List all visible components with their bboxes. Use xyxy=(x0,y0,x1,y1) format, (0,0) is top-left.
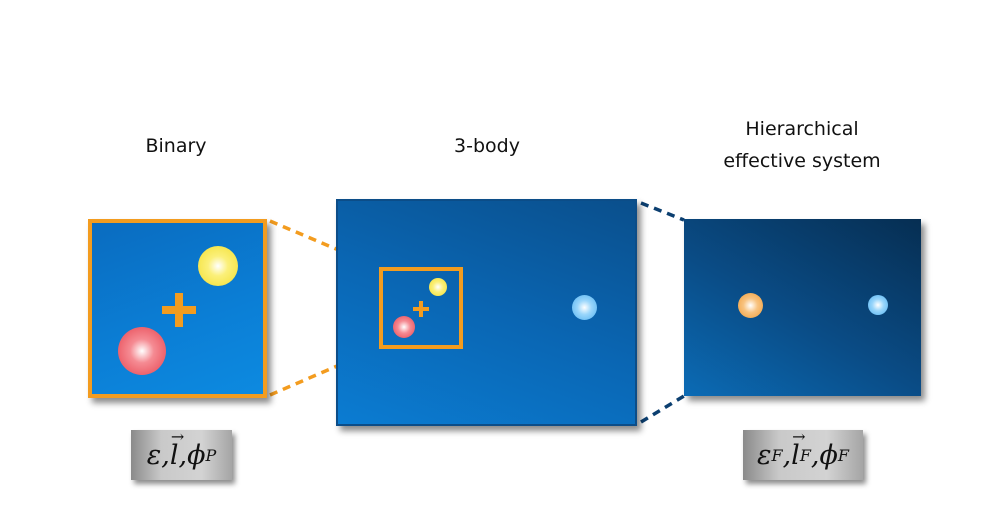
phi-subscript: F xyxy=(837,445,850,465)
l-symbol: l xyxy=(791,439,800,471)
comma: , xyxy=(782,439,792,471)
three-body-label: 3-body xyxy=(454,135,520,157)
three-body-panel: .inner-plus::before{left:0;top:6px;width… xyxy=(336,199,637,426)
binary-label: Binary xyxy=(145,135,207,157)
yellow-star-icon xyxy=(198,246,238,286)
phi-symbol: ϕ xyxy=(819,439,838,471)
angular-momentum-vector: →l xyxy=(169,427,184,471)
vector-arrow-icon: → xyxy=(170,426,185,446)
comma: , xyxy=(161,439,170,471)
red-star-icon xyxy=(393,316,415,338)
l-symbol: l xyxy=(169,439,179,471)
phi-symbol: ϕ xyxy=(187,439,206,471)
orange-effective-star-icon xyxy=(738,293,763,318)
comma: , xyxy=(178,439,188,471)
hierarchical-label-line2: effective system xyxy=(723,150,881,172)
binary-panel: .binary .plus::before{left:0;top:13px;wi… xyxy=(88,219,267,398)
vector-arrow-icon: → xyxy=(792,426,806,446)
red-star-icon xyxy=(118,327,166,375)
comma: , xyxy=(810,439,820,471)
yellow-star-icon xyxy=(429,278,447,296)
center-of-mass-plus-icon: .binary .plus::before{left:0;top:13px;wi… xyxy=(162,293,196,327)
angular-momentum-vector: →l xyxy=(791,427,805,471)
epsilon-subscript: F xyxy=(771,445,783,465)
epsilon-symbol: ε xyxy=(146,439,162,471)
blue-star-icon xyxy=(572,295,597,320)
epsilon-symbol: ε xyxy=(756,439,772,471)
binary-zoom-box: .inner-plus::before{left:0;top:6px;width… xyxy=(379,267,463,349)
phi-subscript: P xyxy=(205,445,217,465)
center-of-mass-plus-icon: .inner-plus::before{left:0;top:6px;width… xyxy=(413,301,429,317)
hierarchical-panel xyxy=(684,219,921,396)
blue-star-icon xyxy=(868,295,888,315)
hierarchical-label-line1: Hierarchical xyxy=(745,118,859,140)
l-subscript: F xyxy=(799,445,811,465)
